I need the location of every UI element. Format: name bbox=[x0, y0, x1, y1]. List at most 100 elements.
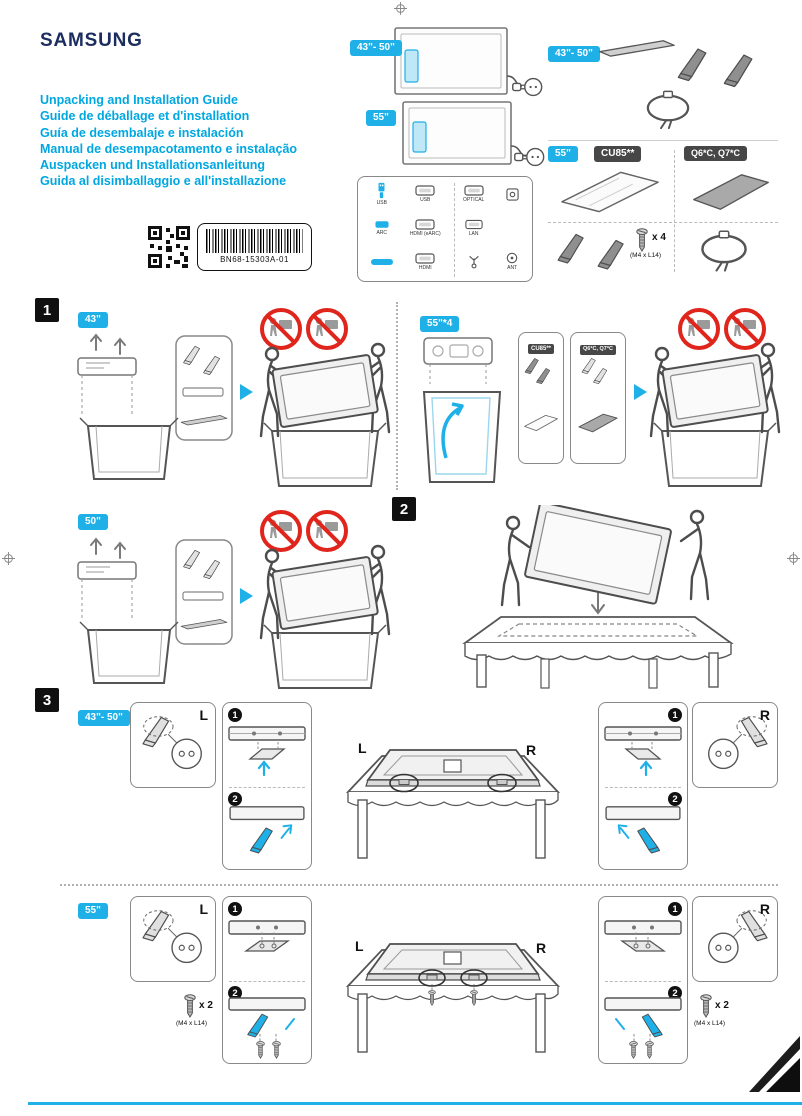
parts-box-q6-q7: Q6*C, Q7*C bbox=[570, 332, 626, 464]
size-badge-50-unpack: 50" bbox=[78, 514, 108, 530]
side-label-left-table-1: L bbox=[358, 740, 367, 756]
stand-bar bbox=[598, 36, 676, 60]
page-corner-fold bbox=[749, 1036, 800, 1092]
screw-qty-4: x 4 bbox=[652, 232, 666, 243]
title-en: Unpacking and Installation Guide bbox=[40, 93, 238, 107]
parts-box-q6-q7-label: Q6*C, Q7*C bbox=[580, 345, 616, 355]
substep-1-badge-a: 1 bbox=[228, 708, 242, 722]
barcode bbox=[206, 229, 303, 253]
qr-code bbox=[146, 224, 192, 270]
title-block: Unpacking and Installation Guide Guide d… bbox=[40, 92, 297, 190]
screw-qty-2-right: x 2 bbox=[715, 1000, 729, 1011]
step-3-number: 3 bbox=[35, 688, 59, 712]
ports-panel-divider bbox=[454, 183, 455, 277]
substep-2-art-d bbox=[600, 993, 686, 1063]
stand-plate-cu85 bbox=[561, 171, 659, 213]
side-label-right-2: R bbox=[759, 901, 770, 917]
substep-1-art-d bbox=[600, 913, 686, 979]
side-label-left-1: L bbox=[199, 707, 208, 723]
attach-stand-table-55: L R bbox=[328, 890, 578, 1070]
parts-box-cu85: CU85** bbox=[518, 332, 564, 464]
footer-accent-line bbox=[28, 1102, 802, 1105]
substep-1-badge-d: 1 bbox=[668, 902, 682, 916]
port-antenna-symbol bbox=[450, 255, 497, 269]
stand-foot-right bbox=[722, 50, 766, 90]
steps-box-left-43: 1 2 bbox=[222, 702, 312, 870]
samsung-logo: SAMSUNG bbox=[40, 30, 143, 51]
barcode-box: BN68-15303A-01 bbox=[197, 223, 312, 271]
size-badge-43-50-stand: 43"- 50" bbox=[78, 710, 130, 726]
parts-box-cu85-label: CU85** bbox=[527, 344, 554, 354]
substep-2-badge-b: 2 bbox=[668, 792, 682, 806]
screw-icon-x2-left bbox=[184, 994, 196, 1018]
substep-2-badge-a: 2 bbox=[228, 792, 242, 806]
two-person-lift-43 bbox=[250, 328, 400, 490]
registration-mark-right bbox=[787, 552, 800, 565]
stand-foot-left bbox=[676, 44, 720, 84]
antenna-icon bbox=[467, 255, 481, 269]
port-exlink bbox=[497, 188, 527, 201]
accessories-dashed-divider bbox=[548, 222, 778, 223]
substep-1-art-b bbox=[600, 719, 686, 785]
steps-box-left-55: 1 2 bbox=[222, 896, 312, 1064]
title-fr: Guide de déballage et d'installation bbox=[40, 109, 250, 124]
parts-q6-feet bbox=[581, 358, 608, 385]
unpack-illustration-50 bbox=[70, 534, 238, 686]
size-badge-55-tv: 55" bbox=[366, 110, 396, 126]
accessories-vertical-divider bbox=[674, 150, 675, 272]
port-lan: LAN bbox=[450, 219, 497, 238]
two-person-lift-55 bbox=[640, 328, 790, 490]
size-badge-43-unpack: 43" bbox=[78, 312, 108, 328]
unpack-illustration-43 bbox=[70, 330, 238, 482]
ports-row-1: USB USB OPTICAL bbox=[358, 177, 532, 211]
cable-tie bbox=[640, 86, 696, 130]
size-badge-55-unpack: 55"*4 bbox=[420, 316, 460, 332]
port-optical: OPTICAL bbox=[450, 185, 497, 204]
ports-panel: USB USB OPTICAL ARC HDMI (eARC) LAN bbox=[357, 176, 533, 282]
registration-mark-left bbox=[2, 552, 15, 565]
stand-detail-left-43: L bbox=[130, 702, 216, 788]
lan-port-icon bbox=[465, 219, 483, 230]
next-arrow-1 bbox=[240, 384, 253, 400]
next-arrow-2 bbox=[634, 384, 647, 400]
parts-cu85-feet bbox=[524, 358, 551, 385]
arc-cable-icon bbox=[375, 220, 389, 228]
size-badge-43-50-accessories: 43"- 50" bbox=[548, 46, 600, 62]
substeps-divider-b bbox=[605, 787, 681, 788]
substep-2-art-b bbox=[600, 801, 686, 869]
port-hdmi: HDMI bbox=[401, 253, 450, 272]
hdmi-earc-port-icon bbox=[415, 219, 435, 230]
size-badge-55-stand: 55" bbox=[78, 903, 108, 919]
steps-box-right-55: 1 2 bbox=[598, 896, 688, 1064]
screw-spec-top: (M4 x L14) bbox=[630, 252, 662, 259]
usb-cable-icon bbox=[375, 182, 388, 199]
title-pt: Manual de desempacotamento e instalação bbox=[40, 141, 298, 156]
unpack-illustration-55 bbox=[410, 334, 514, 486]
side-label-left-table-2: L bbox=[355, 938, 364, 954]
attach-stand-table-43-art bbox=[328, 696, 578, 876]
stand-plate-q6-q7 bbox=[693, 174, 769, 210]
stand-detail-left-55: L bbox=[130, 896, 216, 982]
screw-icon-x4 bbox=[636, 228, 648, 252]
attach-stand-table-43: L R bbox=[328, 696, 578, 876]
step-1-number: 1 bbox=[35, 298, 59, 322]
section1-divider bbox=[396, 302, 398, 490]
steps-box-right-43: 1 2 bbox=[598, 702, 688, 870]
place-tv-on-table-illustration bbox=[408, 505, 788, 695]
substeps-divider-a bbox=[229, 787, 305, 788]
accessories-divider bbox=[548, 140, 778, 141]
title-de: Auspacken und Installationsanleitung bbox=[40, 158, 266, 173]
port-ant: ANT bbox=[497, 252, 527, 272]
hdmi-port-icon bbox=[415, 253, 435, 264]
attach-stand-table-55-art bbox=[328, 890, 578, 1070]
substep-1-badge-b: 1 bbox=[668, 708, 682, 722]
title-es: Guía de desembalaje e instalación bbox=[40, 125, 244, 140]
substep-2-badge-c: 2 bbox=[228, 986, 242, 1000]
stand-detail-right-55: R bbox=[692, 896, 778, 982]
substep-1-art-a bbox=[224, 719, 310, 785]
side-label-right-table-1: R bbox=[526, 742, 537, 758]
substep-2-art-c bbox=[224, 993, 310, 1063]
optical-port-icon bbox=[464, 185, 484, 196]
registration-mark-top bbox=[394, 2, 407, 15]
